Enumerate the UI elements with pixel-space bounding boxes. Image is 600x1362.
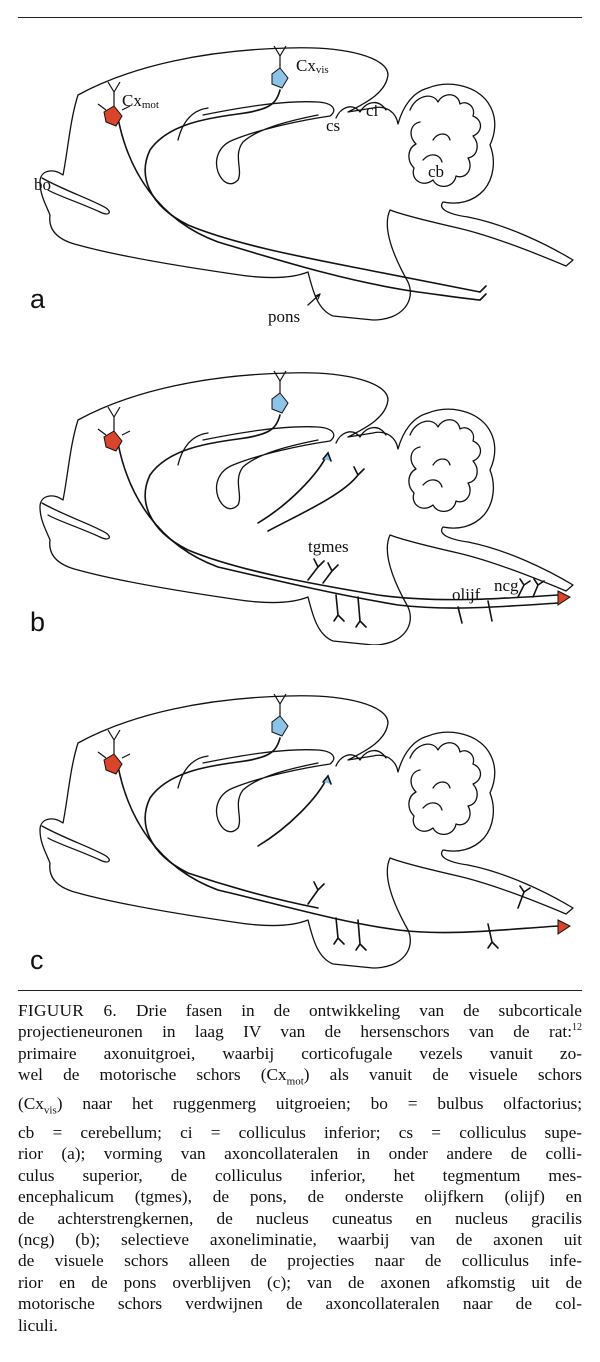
caption-line: primaire axonuitgroei, waarbij corticofu…: [18, 1043, 582, 1063]
axon-tracts: [117, 89, 487, 301]
motor-neuron: [97, 81, 131, 127]
colliculi: [335, 102, 387, 119]
caption-line: (Cxvis) naar het ruggenmerg uitgroeien; …: [18, 1094, 582, 1117]
visual-axon: [144, 89, 481, 293]
figure-caption: FIGUUR 6. Drie fasen in de ontwikkeling …: [18, 1000, 582, 1336]
collateral-pons: [333, 594, 367, 628]
panel-a-drawing: [39, 45, 574, 321]
cortex-inner-fold: [202, 101, 335, 185]
panel-a: Cxvis Cxmot ci cs cb bo pons a: [18, 20, 582, 340]
axon-tracts: [117, 414, 559, 628]
cerebellum-folia: [408, 94, 482, 187]
collateral-olijf: [457, 600, 493, 624]
collateral-tgmes: [307, 558, 339, 584]
label-tgmes: tgmes: [308, 537, 349, 556]
caption-rule: [18, 990, 582, 991]
olfactory-bulb: [41, 177, 110, 215]
brain-outline: [39, 47, 574, 321]
top-rule: [18, 17, 582, 18]
label-pons: pons: [268, 307, 301, 326]
reference-superscript: 12: [572, 1022, 582, 1034]
axon-tip: [557, 590, 571, 606]
brain-outline: [39, 372, 574, 645]
label-ci: ci: [366, 101, 379, 120]
caption-line: wel de motorische schors (Cxmot) als van…: [18, 1065, 582, 1088]
panel-letter-c: c: [30, 945, 44, 975]
panel-b-drawing: [39, 370, 574, 645]
caption-line: liculi.: [18, 1315, 58, 1335]
caption-line: projectieneuronen in laag IV van de hers…: [18, 1022, 582, 1042]
visual-neuron: [271, 45, 289, 89]
collateral-colliculus: [257, 452, 329, 524]
caption-line: cb = cerebellum; ci = colliculus inferio…: [18, 1122, 582, 1142]
axon-tip: [557, 919, 571, 935]
caption-line: motorische schors verdwijnen de axoncoll…: [18, 1294, 582, 1314]
pons-arrow: [307, 293, 321, 306]
panel-c: c: [18, 668, 582, 978]
panel-letter-b: b: [30, 607, 46, 637]
caption-line: FIGUUR 6. Drie fasen in de ontwikkeling …: [18, 1001, 582, 1020]
caption-line: de visuele schors alleen de projecties n…: [18, 1251, 582, 1271]
caption-line: de achterstrengkernen, de nucleus cuneat…: [18, 1208, 582, 1228]
brain-outline: [39, 695, 574, 969]
label-cx-mot: Cxmot: [122, 91, 159, 111]
caption-line: encephalicum (tgmes), de pons, de onders…: [18, 1187, 582, 1207]
caption-line: rior en de pons overblijven (c); van de …: [18, 1272, 582, 1292]
panel-b: tgmes olijf ncg b: [18, 345, 582, 645]
panel-letter-a: a: [30, 284, 46, 314]
axon-tracts: [117, 737, 559, 951]
motor-axon: [117, 117, 481, 301]
label-cx-vis: Cxvis: [296, 56, 329, 76]
figure-label: FIGUUR 6.: [18, 1001, 118, 1020]
label-cs: cs: [326, 116, 341, 135]
label-ncg: ncg: [494, 576, 519, 595]
label-bo: bo: [34, 175, 51, 194]
caption-line: rior (a); vorming van axoncollateralen i…: [18, 1144, 582, 1164]
label-olijf: olijf: [452, 585, 481, 604]
label-cb: cb: [428, 162, 445, 181]
collateral-ncg: [517, 578, 545, 598]
caption-line: culus superior, de colliculus inferior, …: [18, 1165, 582, 1185]
panel-c-drawing: [39, 693, 574, 969]
caption-line: (ncg) (b); selectieve axoneliminatie, wa…: [18, 1229, 582, 1249]
